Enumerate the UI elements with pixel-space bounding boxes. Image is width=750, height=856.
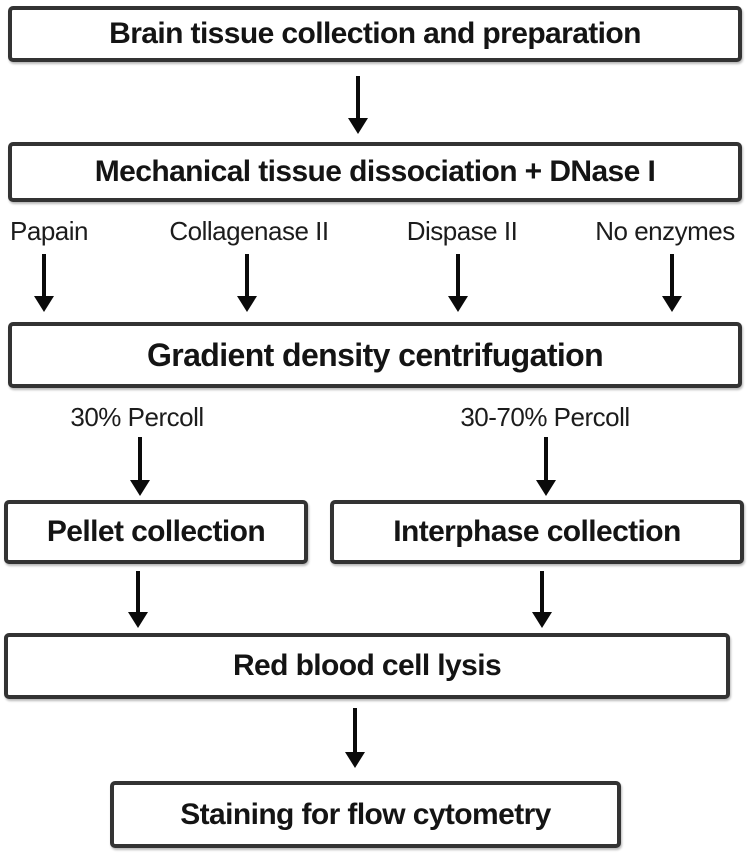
arrow-brain-to-mechanical [348,76,368,134]
branch-label-30-percoll: 30% Percoll [70,402,204,432]
branch-label-dispase: Dispase II [406,216,518,246]
node-gradient-centrifugation: Gradient density centrifugation [8,322,742,388]
node-brain-tissue-collection: Brain tissue collection and preparation [8,6,742,62]
arrow-no-enzymes-to-gradient [662,254,682,312]
node-pellet-collection: Pellet collection [4,500,308,564]
node-label: Red blood cell lysis [232,649,502,682]
branch-label-30-70-percoll: 30-70% Percoll [460,402,630,432]
node-interphase-collection: Interphase collection [330,500,744,564]
node-red-blood-cell-lysis: Red blood cell lysis [4,633,730,699]
node-label: Interphase collection [393,515,681,548]
node-label: Brain tissue collection and preparation [109,17,641,50]
branch-label-papain: Papain [10,216,88,246]
arrow-rbc-lysis-to-staining [345,708,365,768]
node-label: Gradient density centrifugation [146,336,604,373]
node-staining-flow-cytometry: Staining for flow cytometry [110,781,621,848]
arrow-dispase-to-gradient [448,254,468,312]
arrow-interphase-to-rbc-lysis [532,571,552,628]
node-label: Mechanical tissue dissociation + DNase I [94,155,656,188]
branch-label-collagenase: Collagenase II [169,216,329,246]
arrow-collagenase-to-gradient [237,254,257,312]
arrow-pellet-to-rbc-lysis [128,571,148,628]
node-mechanical-dissociation: Mechanical tissue dissociation + DNase I [8,142,742,202]
arrow-30-percoll-to-pellet [130,437,150,496]
arrow-30-70-percoll-to-interphase [536,437,556,496]
node-label: Staining for flow cytometry [180,797,551,831]
node-label: Pellet collection [46,515,266,548]
branch-label-no-enzymes: No enzymes [595,216,735,246]
arrow-papain-to-gradient [34,254,54,312]
